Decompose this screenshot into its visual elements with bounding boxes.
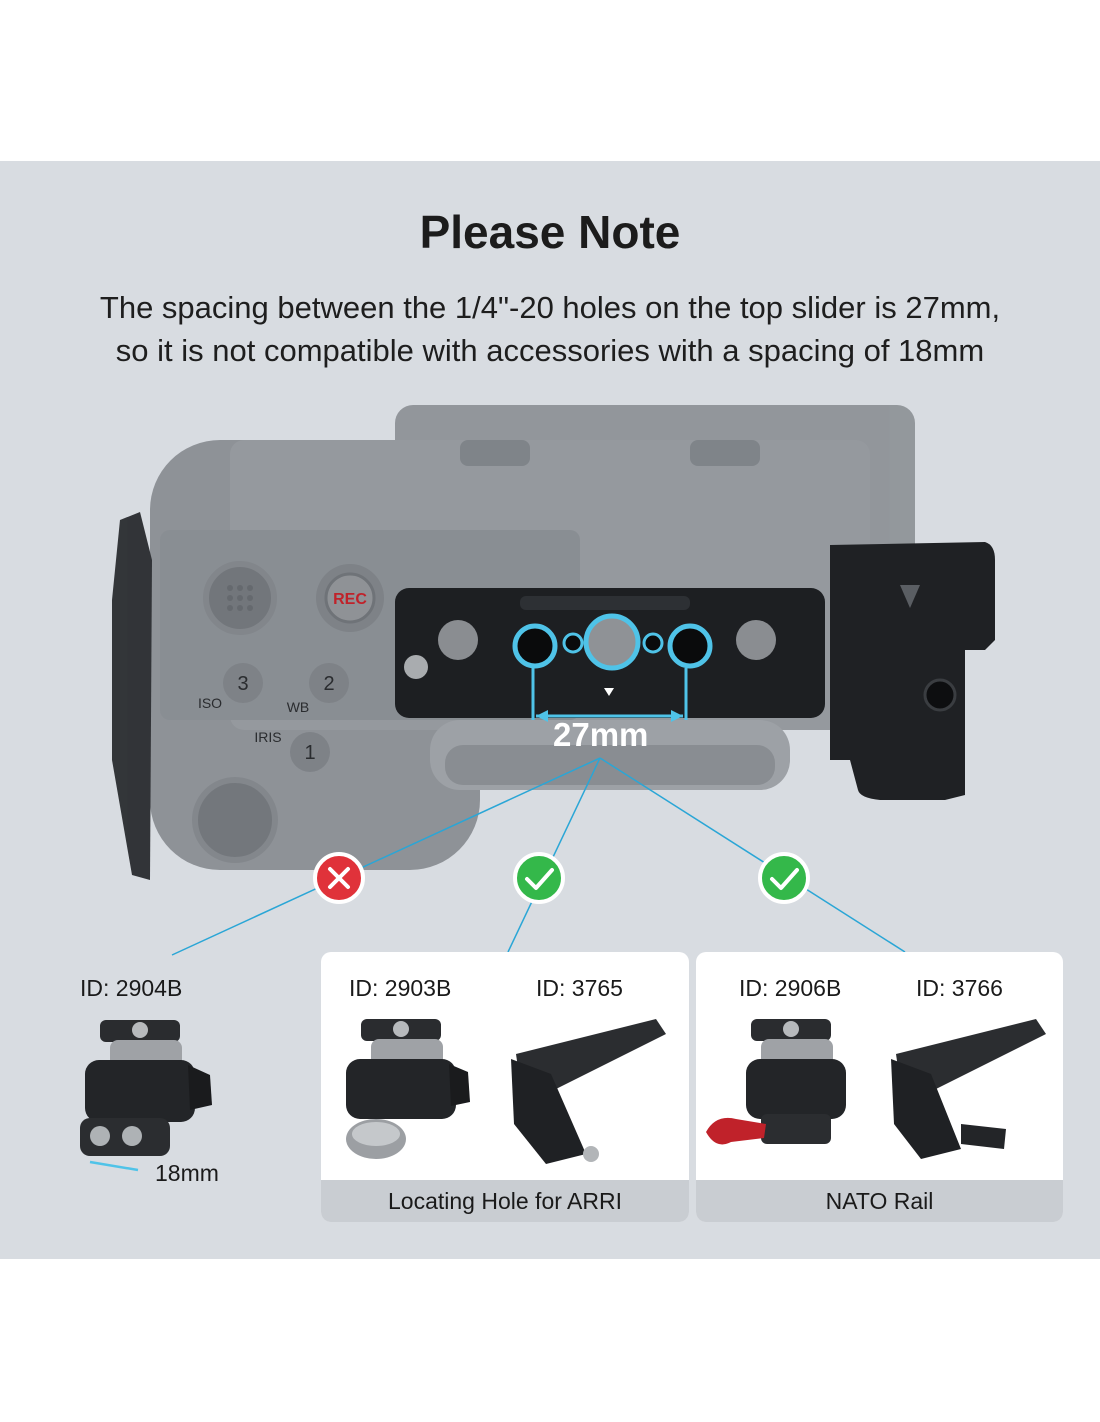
check-icon	[513, 852, 565, 904]
check-icon	[758, 852, 810, 904]
connector-lines	[171, 757, 906, 956]
note-line-2: so it is not compatible with accessories…	[115, 333, 985, 368]
top-slider-plate	[395, 588, 825, 718]
button-2-label: 2	[323, 673, 334, 695]
top-handle-3765	[511, 1019, 666, 1164]
wb-label: WB	[287, 699, 310, 715]
cross-icon	[313, 852, 365, 904]
monitor-mount-2903b	[346, 1019, 470, 1159]
id-2906b: ID: 2906B	[739, 975, 842, 1001]
spacing-measurement: 27mm	[553, 716, 649, 753]
monitor-mount-2906b	[706, 1019, 846, 1145]
accessory-images-nato	[706, 1019, 1046, 1159]
spacing-marker	[531, 668, 688, 722]
id-2904b: ID: 2904B	[80, 975, 183, 1001]
id-2903b: ID: 2903B	[349, 975, 452, 1001]
card-nato: ID: 2906B ID: 3766 NATO Rail	[696, 952, 1063, 1222]
top-handle-3766	[891, 1019, 1046, 1159]
caption-arri: Locating Hole for ARRI	[321, 1180, 689, 1222]
spacing-18mm: 18mm	[155, 1160, 219, 1186]
card-arri: ID: 2903B ID: 3765 Locating Hole for ARR…	[321, 952, 689, 1222]
accessory-images-arri	[346, 1019, 666, 1164]
monitor-mount-2904b	[80, 1020, 212, 1172]
page-title: Please Note	[419, 206, 681, 258]
iso-label: ISO	[198, 695, 222, 711]
rec-label: REC	[333, 591, 367, 608]
iris-label: IRIS	[254, 729, 281, 745]
note-line-1: The spacing between the 1/4"-20 holes on…	[99, 290, 1001, 325]
button-3-label: 3	[237, 673, 248, 695]
id-3765: ID: 3765	[536, 975, 623, 1001]
caption-nato: NATO Rail	[696, 1180, 1063, 1222]
button-1-label: 1	[304, 742, 315, 764]
id-3766: ID: 3766	[916, 975, 1003, 1001]
side-bracket	[830, 542, 995, 800]
